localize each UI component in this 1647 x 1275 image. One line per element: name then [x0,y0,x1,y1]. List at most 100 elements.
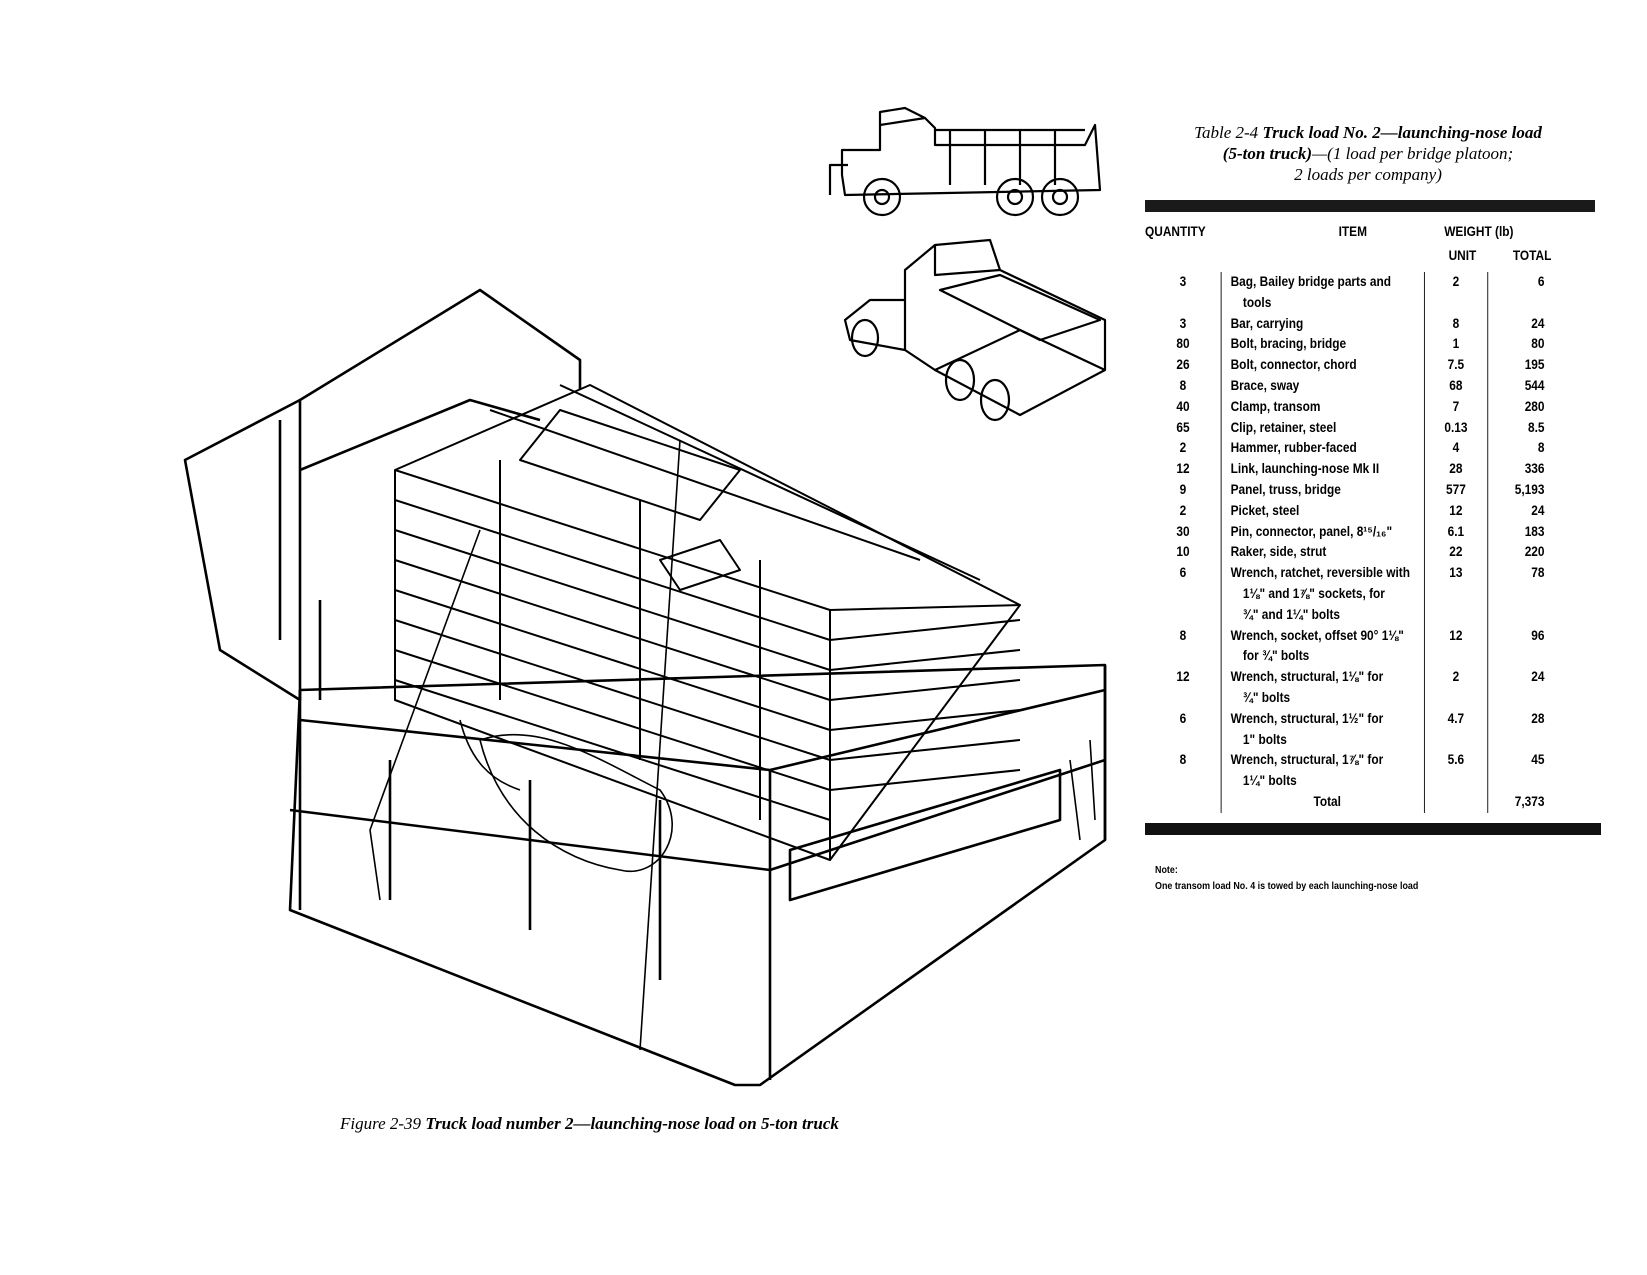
note-text: One transom load No. 4 is towed by each … [1155,880,1419,892]
table-header: QUANTITY ITEM WEIGHT (lb) UNIT TOTAL [1145,224,1551,272]
row-quantity: 8 [1179,627,1187,643]
table-top-rule [1145,200,1595,212]
row-quantity: 6 [1179,565,1187,581]
row-item-line: Link, launching-nose Mk II [1230,461,1380,477]
row-quantity: 2 [1179,502,1187,518]
row-item: Hammer, rubber-faced [1220,438,1424,460]
row-unit-weight: 6.1 [1423,521,1487,543]
header-unit: UNIT [1448,248,1477,263]
figure-caption: Figure 2-39 Truck load number 2—launchin… [340,1114,1060,1134]
row-quantity: 2 [1179,440,1187,456]
row-quantity: 12 [1176,461,1190,477]
row-total-weight: 45 [1487,750,1546,792]
row-total-weight: 220 [1487,542,1546,564]
row-item: Brace, sway [1220,375,1424,397]
row-unit-weight: 2 [1423,272,1487,314]
row-item: Bar, carrying [1220,313,1424,335]
row-unit-weight: 13 [1423,563,1487,626]
table-bottom-rule [1145,823,1601,835]
row-quantity: 3 [1179,315,1187,331]
row-item-line: Bolt, connector, chord [1230,357,1357,373]
row-unit-weight: 577 [1423,479,1487,501]
row-quantity: 3 [1179,274,1187,289]
row-quantity: 10 [1176,544,1190,560]
row-item-line: Raker, side, strut [1230,544,1327,560]
total-value: 7,373 [1487,791,1546,813]
row-item: Bolt, connector, chord [1220,355,1424,376]
row-item-line: ¾" bolts [1242,689,1291,705]
row-item-line: Wrench, structural, 1⅞" for [1230,752,1384,768]
row-total-weight: 336 [1487,459,1546,480]
row-total-weight: 24 [1487,667,1546,709]
row-total-weight: 280 [1487,396,1546,418]
row-unit-weight: 4 [1423,438,1487,460]
truck-bed-drawing [183,288,1107,1087]
table-title-main: Truck load No. 2—launching-nose load [1262,123,1542,142]
row-quantity: 26 [1176,357,1190,373]
truck-side-view-drawing [828,106,1102,217]
table-total-row: Total 7,373 [1145,791,1546,813]
figure-title: Truck load number 2—launching-nose load … [425,1114,839,1133]
row-unit-weight: 8 [1423,313,1487,335]
row-quantity: 30 [1176,523,1190,539]
table-subtitle-rest: —(1 load per bridge platoon; [1312,144,1514,163]
table-subtitle-bold: (5-ton truck) [1222,144,1313,163]
row-quantity: 40 [1176,398,1190,414]
row-unit-weight: 4.7 [1423,708,1487,751]
row-item-line: Panel, truss, bridge [1230,481,1341,497]
row-unit-weight: 1 [1423,334,1487,356]
table-title: Table 2-4 Truck load No. 2—launching-nos… [1138,122,1598,185]
row-item: Link, launching-nose Mk II [1220,459,1424,480]
row-unit-weight: 7.5 [1423,355,1487,376]
row-unit-weight: 12 [1423,625,1487,668]
row-total-weight: 544 [1487,375,1546,397]
table-note: Note: One transom load No. 4 is towed by… [1155,862,1418,894]
header-quantity: QUANTITY [1145,224,1206,239]
table-number: Table 2-4 [1194,123,1259,142]
row-item: Wrench, socket, offset 90° 1⅛"for ¾" bol… [1220,625,1424,668]
row-unit-weight: 28 [1423,459,1487,480]
row-total-weight: 28 [1487,708,1546,751]
row-item-line: Bolt, bracing, bridge [1230,336,1347,352]
row-item: Bolt, bracing, bridge [1220,334,1424,356]
row-total-weight: 96 [1487,625,1546,668]
row-total-weight: 24 [1487,313,1546,335]
row-quantity: 8 [1179,752,1187,768]
row-total-weight: 8 [1487,438,1546,460]
header-total: TOTAL [1512,248,1552,263]
row-item-line: 1" bolts [1242,731,1287,747]
row-total-weight: 78 [1487,563,1546,626]
row-item-line: Hammer, rubber-faced [1230,440,1357,456]
table-subtitle-line3: 2 loads per company) [1294,165,1442,184]
row-unit-weight: 5.6 [1423,750,1487,792]
tie-down-drawing [369,439,1096,1051]
row-item-line: ¾" and 1¼" bolts [1242,606,1341,622]
row-quantity: 80 [1176,336,1190,352]
row-quantity: 65 [1176,419,1190,435]
row-item-line: Pin, connector, panel, 8¹⁵/₁₆" [1230,523,1393,539]
row-unit-weight: 12 [1423,500,1487,522]
row-item-line: Clamp, transom [1230,398,1321,414]
row-quantity: 9 [1179,481,1187,497]
figure-number: Figure 2-39 [340,1114,422,1133]
row-total-weight: 195 [1487,355,1546,376]
